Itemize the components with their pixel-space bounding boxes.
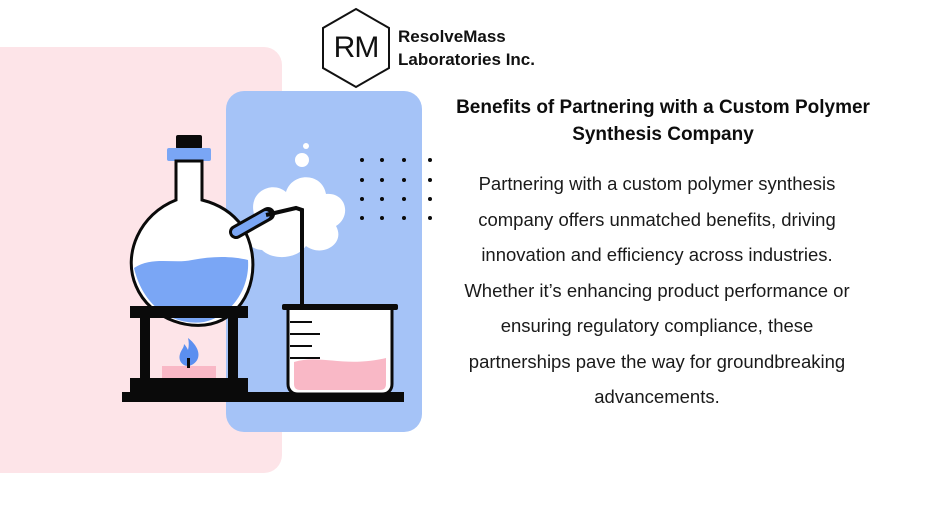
logo-name-line-2: Laboratories Inc. [398,50,535,69]
steam-cloud-icon [242,143,346,258]
logo-name-line-1: ResolveMass [398,27,506,46]
beaker-icon [282,304,398,396]
hexagon-logo-icon: RM [320,7,392,89]
dot-grid-icon [360,158,432,220]
chemistry-illustration [122,135,432,402]
logo-initials: RM [333,31,380,64]
section-heading: Benefits of Partnering with a Custom Pol… [456,97,870,145]
section-body-text: Partnering with a custom polymer synthes… [464,173,850,407]
logo-company-name: ResolveMass Laboratories Inc. [398,25,535,71]
lab-stand [122,306,404,402]
company-logo[interactable]: RM ResolveMass Laboratories Inc. [320,7,535,89]
flame-icon [162,338,216,378]
